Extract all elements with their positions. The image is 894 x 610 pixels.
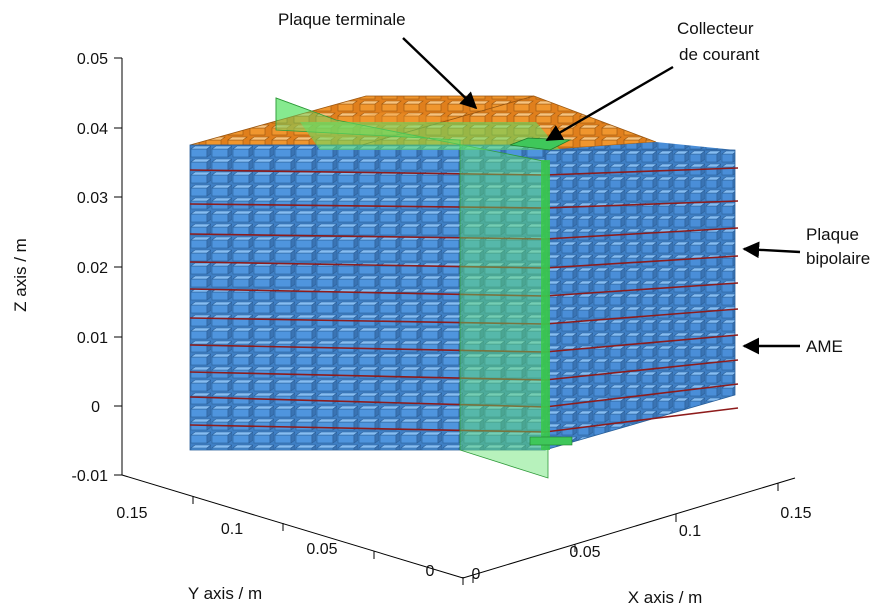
axes (114, 57, 796, 585)
arrow-icon (545, 65, 674, 142)
z-tick-label: -0.01 (72, 468, 109, 485)
arrow-icon (742, 241, 801, 259)
y-axis-line (121, 474, 464, 579)
z-tick-label: 0.02 (77, 260, 108, 277)
stack-side-face (544, 149, 736, 451)
z-tick-label: 0 (91, 399, 100, 416)
label-current-collector-line1: Collecteur (677, 19, 754, 38)
section-plane-top-band (300, 122, 560, 150)
x-axis-title: X axis / m (628, 588, 703, 607)
y-axis-title: Y axis / m (188, 584, 262, 603)
z-axis-title: Z axis / m (11, 238, 30, 312)
z-tick-label: 0.05 (77, 51, 108, 68)
x-axis-line (462, 477, 796, 579)
fuel-cell-stack (189, 95, 739, 479)
section-plane-edge (541, 160, 550, 450)
current-collector-bottom (529, 436, 573, 446)
label-bipolar-plate-line2: bipolaire (806, 249, 870, 268)
x-tick-label: 0 (472, 566, 481, 583)
z-tick-label: 0.04 (77, 121, 108, 138)
y-tick-label: 0 (426, 563, 435, 580)
y-tick-label: 0.1 (221, 521, 243, 538)
current-collector-top (509, 137, 572, 151)
z-tick-label: 0.03 (77, 190, 108, 207)
x-tick-label: 0.05 (569, 544, 600, 561)
label-mea: AME (806, 337, 843, 356)
x-tick-labels: 0 0.05 0.1 0.15 (472, 505, 812, 583)
x-tick-label: 0.1 (679, 523, 701, 540)
y-tick-label: 0.15 (116, 505, 147, 522)
x-tick-label: 0.15 (780, 505, 811, 522)
z-tick-labels: 0.05 0.04 0.03 0.02 0.01 0 -0.01 (72, 51, 109, 485)
z-tick-label: 0.01 (77, 330, 108, 347)
label-current-collector-line2: de courant (679, 45, 760, 64)
arrow-icon (402, 37, 478, 110)
label-end-plate: Plaque terminale (278, 10, 406, 29)
y-tick-label: 0.05 (306, 541, 337, 558)
annotations: Plaque terminale Collecteur de courant P… (278, 10, 870, 356)
label-bipolar-plate-line1: Plaque (806, 225, 859, 244)
y-tick-labels: 0.15 0.1 0.05 0 (116, 505, 434, 580)
